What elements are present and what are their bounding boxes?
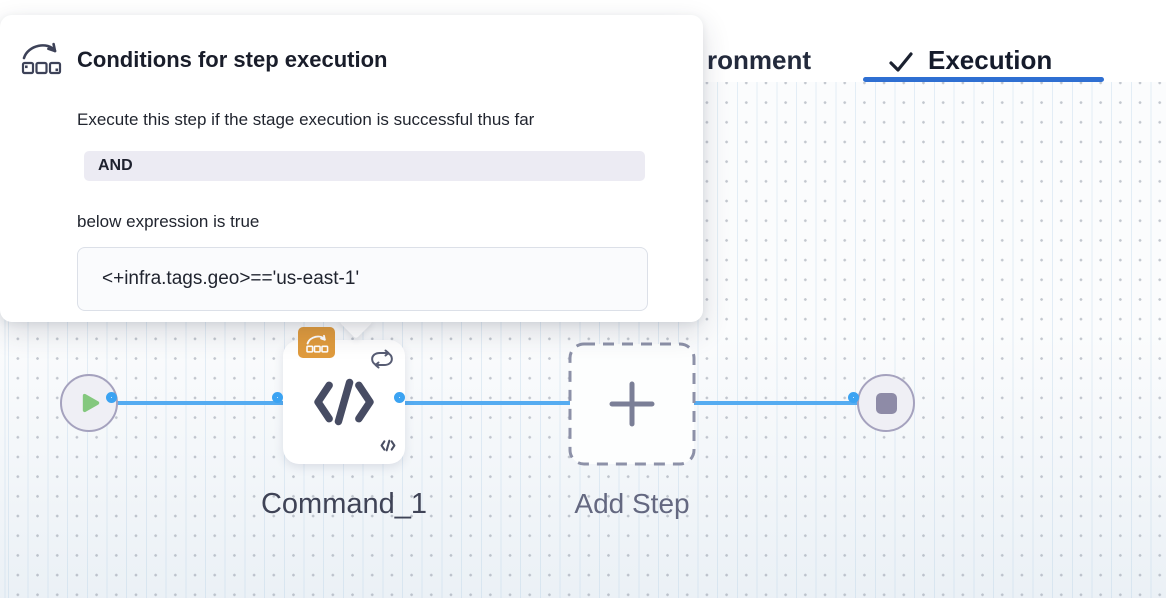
code-icon — [311, 376, 377, 433]
edge-addstep-to-end — [694, 401, 861, 405]
conditions-popover: Conditions for step execution Execute th… — [0, 15, 703, 322]
conditional-execution-mini-icon — [305, 334, 328, 353]
stop-icon — [875, 392, 897, 414]
code-mini-icon — [380, 439, 396, 457]
tab-execution-label: Execution — [928, 45, 1053, 75]
connector-command-out[interactable] — [394, 392, 405, 403]
plus-icon — [608, 380, 656, 428]
popover-title: Conditions for step execution — [77, 47, 388, 72]
conditional-execution-icon — [20, 39, 62, 80]
connector-command-in[interactable] — [272, 392, 283, 403]
active-tab-underline — [863, 77, 1104, 82]
popover-description: Execute this step if the stage execution… — [77, 110, 535, 129]
operator-badge: AND — [84, 151, 645, 181]
expression-value: <+infra.tags.geo>=='us-east-1' — [77, 247, 648, 311]
add-step-button[interactable] — [568, 342, 696, 466]
edge-command-to-addstep — [403, 401, 577, 405]
connector-start-out[interactable] — [106, 392, 117, 403]
pipeline-end-node[interactable] — [857, 374, 915, 432]
conditional-execution-badge[interactable] — [298, 327, 335, 358]
step-label-addstep[interactable]: Add Step — [574, 488, 690, 519]
tab-environment[interactable]: ronment — [707, 45, 811, 75]
connector-end-in[interactable] — [848, 392, 859, 403]
tab-execution[interactable]: Execution — [888, 44, 1052, 76]
checkmark-icon — [888, 48, 914, 73]
loop-strategy-icon[interactable] — [369, 349, 395, 374]
play-icon — [77, 392, 101, 414]
step-label-command[interactable]: Command_1 — [260, 488, 428, 520]
expression-intro: below expression is true — [77, 212, 260, 231]
pipeline-start-node[interactable] — [60, 374, 118, 432]
step-node-command[interactable] — [283, 327, 405, 464]
edge-start-to-command — [115, 401, 285, 405]
